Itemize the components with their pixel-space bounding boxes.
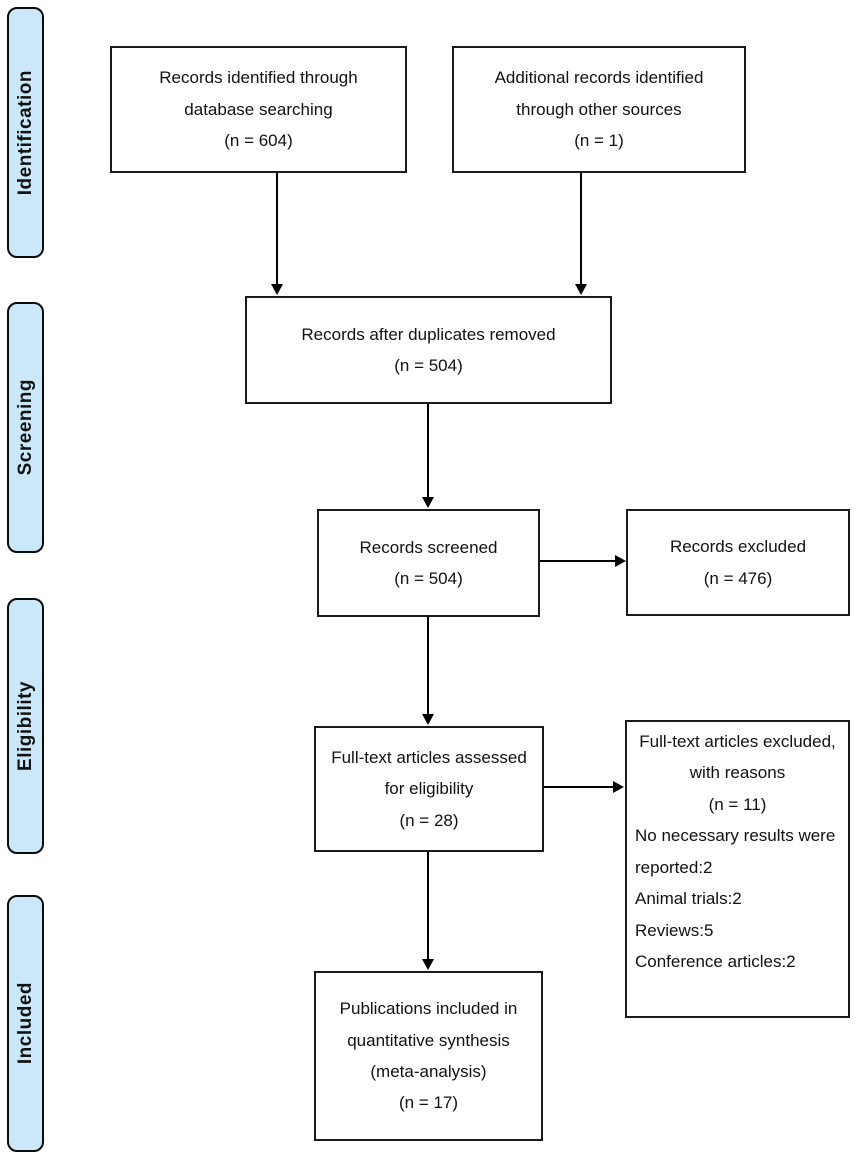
- box-records-identified-text: Records identified through database sear…: [159, 68, 358, 151]
- arrow-fulltext-to-excluded: [544, 781, 624, 793]
- stage-identification-label: Identification: [14, 69, 36, 196]
- stage-eligibility: Eligibility: [7, 598, 44, 854]
- box-records-excluded-text: Records excluded (n = 476): [669, 537, 807, 588]
- box-fulltext-excluded-reasons: No necessary results were reported:2 Ani…: [635, 826, 836, 972]
- box-records-excluded: Records excluded (n = 476): [626, 509, 850, 616]
- box-included-synthesis-text: Publications included in quantitative sy…: [339, 999, 518, 1113]
- arrow-duplicates-to-screened: [422, 404, 434, 508]
- arrow-screened-to-fulltext: [422, 617, 434, 725]
- box-fulltext-excluded-header: Full-text articles excluded, with reason…: [639, 732, 836, 814]
- box-records-screened-text: Records screened (n = 504): [359, 537, 498, 588]
- stage-eligibility-label: Eligibility: [14, 681, 36, 771]
- box-included-synthesis: Publications included in quantitative sy…: [314, 971, 543, 1141]
- arrow-additional-to-duplicates: [575, 173, 587, 295]
- stage-included-label: Included: [14, 982, 36, 1065]
- stage-included: Included: [7, 895, 44, 1152]
- arrow-fulltext-to-included: [422, 852, 434, 970]
- box-records-identified: Records identified through database sear…: [110, 46, 407, 173]
- box-fulltext-assessed-text: Full-text articles assessed for eligibil…: [331, 747, 527, 830]
- stage-screening-label: Screening: [14, 379, 36, 476]
- arrow-screened-to-excluded: [540, 555, 626, 567]
- stage-identification: Identification: [7, 7, 44, 258]
- box-fulltext-excluded: Full-text articles excluded, with reason…: [625, 720, 850, 1018]
- stage-screening: Screening: [7, 302, 44, 553]
- arrow-database-to-duplicates: [271, 173, 283, 295]
- box-fulltext-assessed: Full-text articles assessed for eligibil…: [314, 726, 544, 852]
- box-additional-records: Additional records identified through ot…: [452, 46, 746, 173]
- box-after-duplicates-text: Records after duplicates removed (n = 50…: [301, 324, 556, 375]
- box-records-screened: Records screened (n = 504): [317, 509, 540, 617]
- box-after-duplicates: Records after duplicates removed (n = 50…: [245, 296, 612, 404]
- box-additional-records-text: Additional records identified through ot…: [494, 68, 704, 151]
